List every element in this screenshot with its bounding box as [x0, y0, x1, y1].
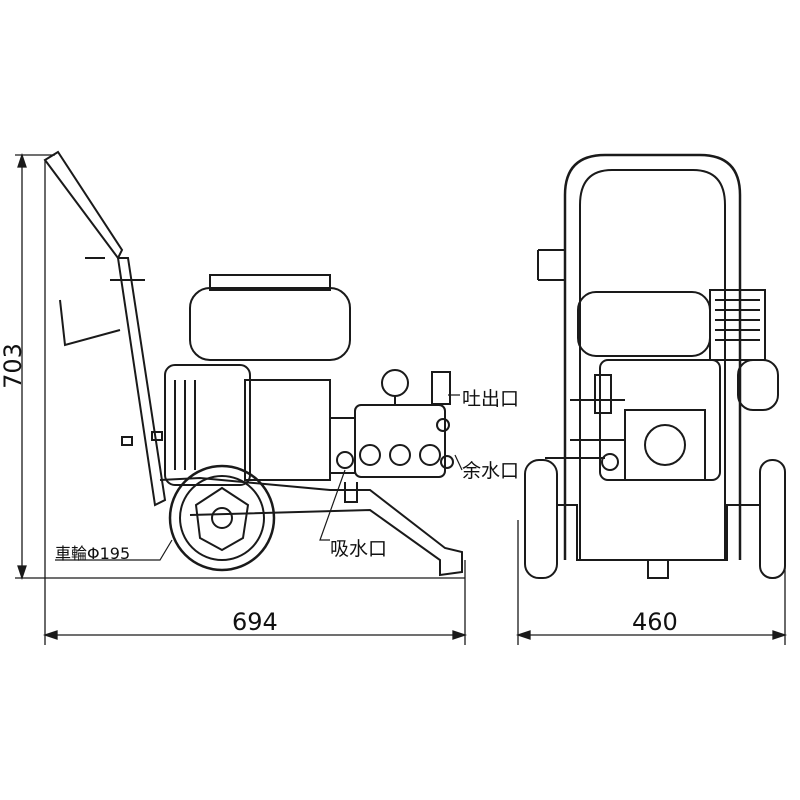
height-dimension-label: 703: [0, 343, 27, 389]
width-dimension-label: 460: [632, 608, 678, 636]
side-view: [43, 150, 463, 577]
length-dimension-label: 694: [232, 608, 278, 636]
height-dimension-line: [15, 152, 465, 581]
front-view: [524, 153, 786, 579]
width-dimension-line: [515, 520, 788, 645]
outlet-callout: 吐出口: [462, 388, 520, 410]
wheel-callout: 車輪Φ195: [55, 544, 131, 563]
intake-callout: 吸水口: [330, 538, 388, 560]
length-dimension-line: [42, 160, 468, 645]
overflow-callout: 余水口: [462, 460, 520, 482]
